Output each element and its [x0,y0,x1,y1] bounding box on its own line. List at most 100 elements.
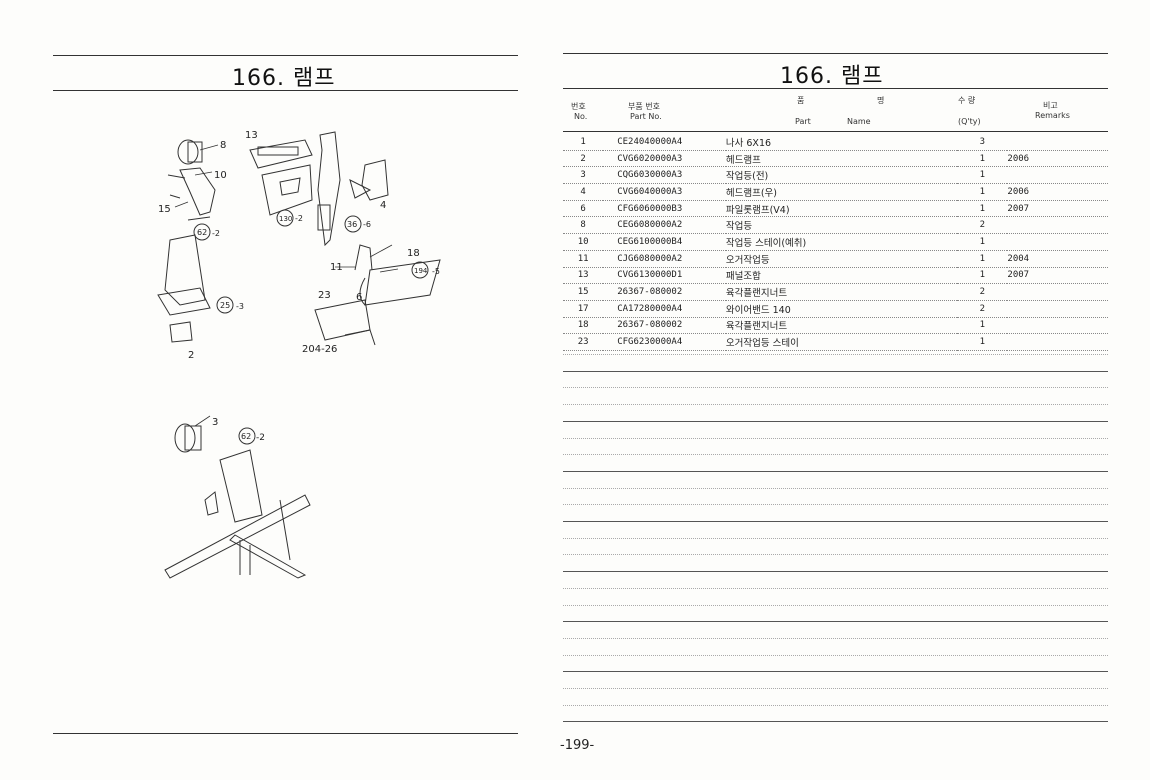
part-code: CVG6040000A3 [603,183,726,201]
empty-row-rule [563,370,1108,372]
right-top-rule [563,53,1108,54]
part-number-index: 15 [563,283,604,301]
left-bottom-rule [53,733,518,734]
callout-8: 8 [220,140,226,151]
empty-row-rule [563,437,1108,439]
header-no-kr: 번호 [571,102,586,111]
empty-row-rule [563,571,1108,573]
part-name: 파일롯램프(V4) [725,200,958,218]
part-code: CVG6130000D1 [603,267,726,285]
empty-row-rule [563,537,1108,539]
work-lamp-drawing [167,139,216,221]
frame-drawing [164,423,311,579]
part-quantity: 3 [957,134,1008,151]
pillar-drawing [317,131,389,247]
empty-row-rule [563,454,1108,456]
auger-lamp-drawing [314,244,441,346]
callout-23: 23 [318,290,331,301]
part-code: CFG6060000B3 [603,200,726,218]
page-number: -199- [560,738,595,753]
panel-assembly-drawing [249,139,313,216]
part-quantity: 2 [957,300,1008,318]
header-name-en-2: Name [847,117,871,126]
part-remarks [1007,283,1108,301]
callout-25-suffix: -3 [236,302,244,311]
callout-36: 36 [347,220,357,229]
part-name: 작업등 스테이(예취) [725,233,958,251]
part-quantity: 1 [957,250,1008,268]
empty-row-rule [563,621,1108,623]
part-code: CE24040000A4 [603,134,726,151]
empty-row-rule [563,654,1108,656]
empty-row-rule [563,704,1108,706]
part-quantity: 1 [957,183,1008,201]
empty-row-rule [563,404,1108,406]
callout-62-b-suffix: -2 [256,433,265,443]
empty-row-rule [563,504,1108,506]
part-number-index: 11 [563,250,604,268]
part-quantity: 2 [957,216,1008,235]
part-quantity: 1 [957,166,1008,185]
callout-62-b: 62 [241,432,251,441]
part-remarks [1007,300,1108,318]
callout-3: 3 [212,417,218,428]
part-number-index: 10 [563,233,604,251]
empty-row-rule [563,688,1108,689]
part-number-index: 18 [563,317,604,335]
empty-row-rule [563,587,1108,589]
right-title-rule [563,88,1108,89]
callout-2: 2 [188,350,194,361]
empty-row-rule [563,521,1108,522]
part-code: CA17280000A4 [603,300,726,318]
parts-diagram: 13 8 10 15 62 -2 130 -2 36 -6 4 11 18 19… [140,120,480,590]
part-remarks [1007,166,1108,185]
left-top-rule [53,55,518,56]
part-remarks: 2007 [1007,200,1108,218]
part-remarks: 2007 [1007,267,1108,285]
callout-194-suffix: -5 [432,267,440,276]
empty-row-rule [563,721,1108,723]
part-code: 26367-080002 [603,283,726,301]
left-title-rule [53,90,518,91]
part-name: 육각플랜지너트 [725,283,958,301]
part-remarks: 2006 [1007,150,1108,168]
part-code: CJG6080000A2 [603,250,726,268]
callout-62-suffix: -2 [212,229,220,238]
part-remarks: 2006 [1007,183,1108,201]
header-qty-kr: 수 량 [958,96,976,105]
part-code: CQG6030000A3 [603,166,726,185]
part-quantity: 1 [957,267,1008,285]
part-code: 26367-080002 [603,317,726,335]
stay-drawing [157,234,211,343]
header-partno-kr: 부품 번호 [628,102,660,111]
callout-4: 4 [380,200,386,211]
part-number-index: 13 [563,267,604,285]
header-rule [563,131,1108,132]
part-remarks [1007,233,1108,251]
part-number-index: 6 [563,200,604,218]
callout-11: 11 [330,262,343,273]
callout-13: 13 [245,130,258,141]
empty-row-rule [563,354,1108,355]
part-name: 패널조합 [725,267,958,285]
callout-15: 15 [158,204,171,215]
empty-row-rule [563,637,1108,639]
part-number-index: 17 [563,300,604,318]
callout-18: 18 [407,248,420,259]
header-no-en: No. [574,112,588,121]
left-page-title: 166. 램프 [232,66,336,91]
part-number-index: 23 [563,333,604,351]
header-partno-en: Part No. [630,112,662,121]
part-remarks [1007,333,1108,351]
part-remarks: 2004 [1007,250,1108,268]
